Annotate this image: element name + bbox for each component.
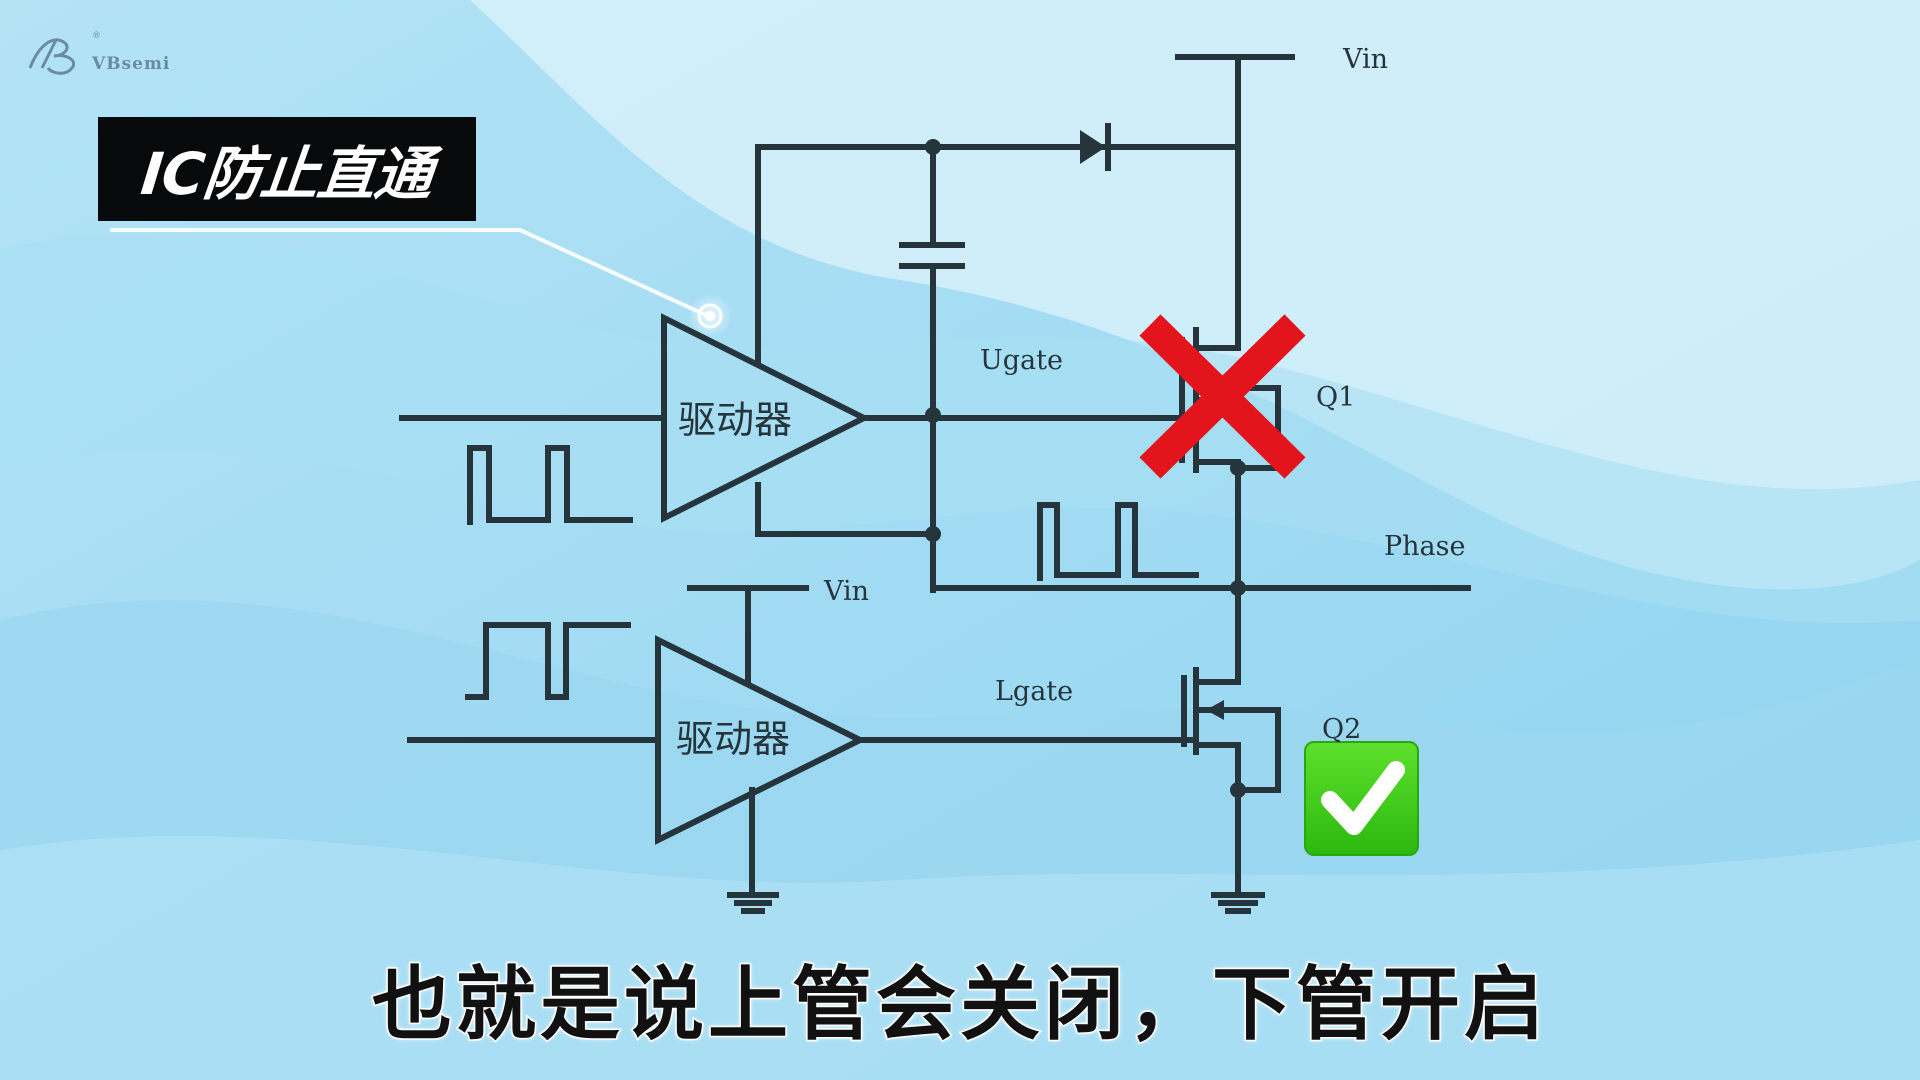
title-pointer [110,228,732,338]
ugate-label: Ugate [980,345,1063,376]
vin-top-label: Vin [1342,44,1388,75]
logo-registered: ® [92,31,101,41]
phase-label: Phase [1384,531,1466,562]
title-box: IC防止直通 [98,117,476,221]
bottom-driver-label: 驱动器 [676,717,790,761]
top-driver-label: 驱动器 [678,398,792,442]
cross-icon [1139,314,1306,479]
phase-waveform [1037,502,1199,581]
vbsemi-logo: ® VBsemi [26,28,196,80]
top-input-waveform [467,445,633,525]
q1-label: Q1 [1316,382,1355,413]
subtitle-caption: 也就是说上管会关闭，下管开启 [371,957,1548,1053]
title-label: IC防止直通 [137,140,436,208]
bottom-driver-section [407,585,1281,914]
vbsemi-logo-icon [28,38,75,75]
diode-icon [1080,130,1106,164]
check-icon [1304,741,1419,856]
lgate-label: Lgate [995,676,1073,707]
vin-bottom-label: Vin [823,576,869,607]
q2-mosfet [1181,585,1281,914]
bottom-input-waveform [465,622,631,700]
logo-text: VBsemi [92,54,171,74]
bottom-driver-triangle [655,635,867,845]
top-driver-triangle [661,313,871,523]
q2-label: Q2 [1322,714,1361,745]
